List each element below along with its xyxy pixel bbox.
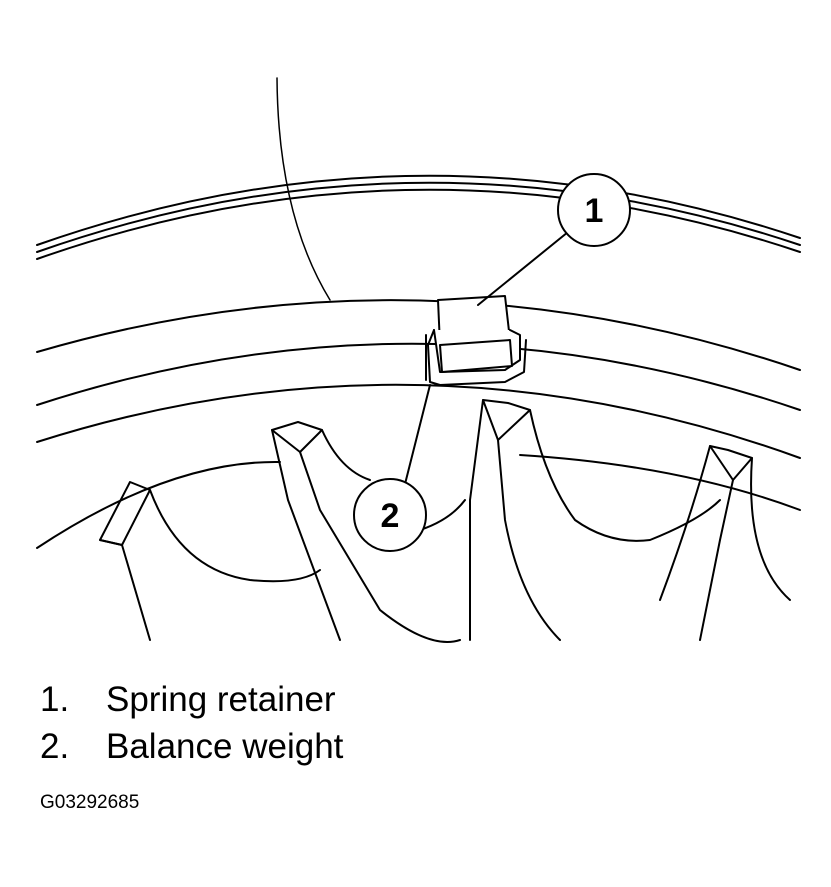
gear-tooth: [299, 451, 461, 643]
diagram-illustration: 1 2: [36, 77, 801, 643]
callout-number: 2: [381, 497, 400, 535]
flywheel-ring-line: [36, 383, 801, 459]
callout-leader-line: [403, 384, 431, 489]
gear-tooth: [469, 399, 484, 641]
gear-tooth: [271, 429, 341, 641]
inner-rim-line: [36, 460, 281, 549]
inner-rim-line: [519, 454, 801, 511]
legend-label: Spring retainer: [106, 680, 336, 719]
gear-tooth: [149, 489, 321, 583]
legend-label: Balance weight: [106, 727, 344, 766]
gear-tooth: [659, 445, 711, 601]
legend: 1. Spring retainer 2. Balance weight: [40, 676, 343, 770]
gear-tooth: [321, 429, 371, 481]
balance-weight-body: [439, 339, 513, 373]
gear-tooth: [99, 539, 151, 641]
callout-leader-line: [477, 231, 569, 306]
outer-ring-line: [36, 174, 801, 246]
gear-tooth: [497, 439, 561, 641]
gear-tooth: [482, 399, 531, 441]
callout-circle: [557, 173, 631, 247]
flywheel-ring-line: [36, 299, 801, 371]
legend-number: 2.: [40, 727, 70, 766]
balance-weight-body: [427, 329, 527, 386]
outer-ring-line: [36, 188, 801, 260]
legend-item: 1. Spring retainer: [40, 676, 343, 723]
callout-number: 1: [585, 192, 604, 230]
gear-tooth: [529, 409, 721, 542]
outer-ring-line: [36, 181, 801, 253]
gear-tooth: [419, 499, 466, 531]
housing-edge-arc: [276, 77, 331, 301]
legend-number: 1.: [40, 680, 70, 719]
gear-tooth: [699, 479, 734, 641]
gear-tooth: [750, 457, 791, 601]
gear-tooth: [271, 421, 323, 453]
legend-item: 2. Balance weight: [40, 723, 343, 770]
flywheel-ring-line: [36, 342, 801, 411]
gear-tooth: [709, 445, 753, 481]
callout-circle: [353, 478, 427, 552]
figure-id: G03292685: [40, 792, 140, 813]
